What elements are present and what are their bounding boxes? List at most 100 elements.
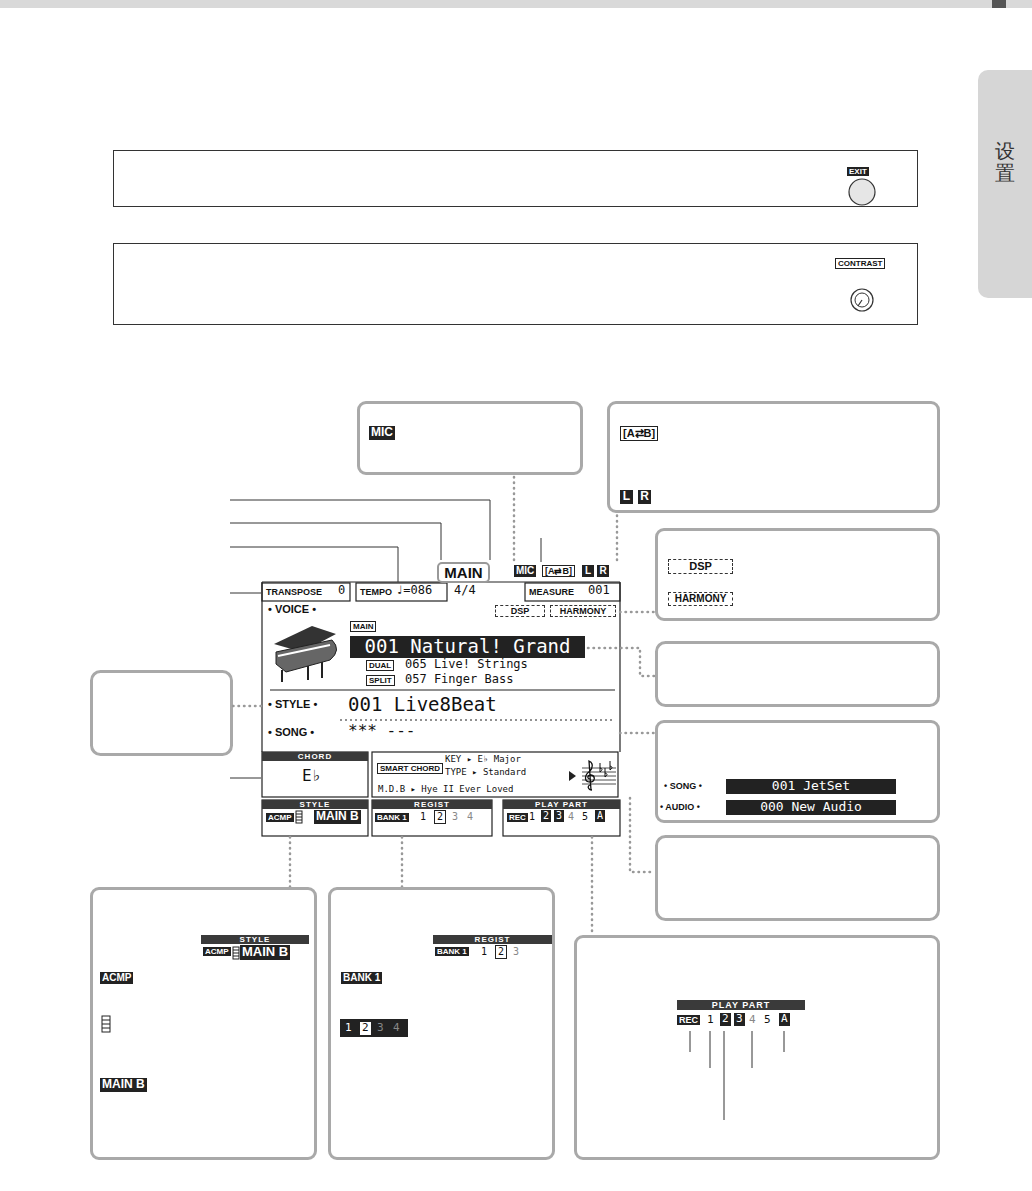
arrow-glyph [569,771,576,781]
display-text: 0 [338,584,345,598]
indicator-label: [A⇄B] [620,426,658,441]
indicator-label: SMART CHORD [377,763,443,774]
indicator-label: L [582,565,594,577]
display-text: • SONG • [664,781,702,791]
indicator-label: MAIN B [240,945,290,960]
indicator-label: MAIN [437,562,490,583]
indicator-label: BANK 1 [435,947,469,956]
display-text: 4 [393,1022,400,1035]
indicator-label: HARMONY [550,605,616,617]
indicator-label: 3 [554,810,564,822]
indicator-label: MAIN [350,621,376,632]
dotted-connector [616,513,619,560]
indicator-label: MIC [369,426,395,440]
contrast-knob [851,289,873,311]
indicator-label: 2 [720,1013,731,1026]
indicator-label: 001 JetSet [726,779,896,794]
contrast-knob-inner [855,293,869,307]
header-mark [992,0,1006,8]
display-text: 4 [568,811,574,823]
acmp-indicator [102,811,302,1032]
display-text: 4 [749,1014,756,1027]
display-text: M.D.B ▸ Hye II Ever Loved [378,784,513,794]
indicator-label: REGIST [372,800,492,809]
display-text: 001 [588,584,610,598]
indicator-label: ACMP [266,813,294,822]
indicator-label: CHORD [262,752,368,761]
display-text: 3 [377,1022,384,1035]
callout-box: PLAY PARTREC12345A [574,935,940,1160]
section-tab: 设置 [978,70,1032,298]
indicator-label: MIC [514,565,536,577]
dotted-connector [620,732,655,735]
indicator-label: REC [507,813,528,822]
exit-button [849,179,875,205]
display-text: 001 Live8Beat [348,694,497,716]
display-text: 1 [707,1014,714,1027]
callout-box: DSP HARMONY [655,528,940,621]
display-text: • SONG • [268,726,314,739]
display-text: E♭ [302,767,321,785]
display-text: • STYLE • [268,698,317,711]
display-text: 065 Live! Strings [405,658,528,672]
dotted-connector [591,837,594,935]
display-text: 3 [452,811,458,823]
indicator-label: DSP [668,559,733,574]
indicator-label: REGIST [433,935,552,944]
display-text: 1 [481,946,487,958]
indicator-label: 2 [541,810,551,822]
indicator-label: L [620,490,633,504]
indicator-label: [A⇄B] [542,565,575,577]
indicator-label: 2 [359,1021,372,1036]
display-text: 5 [764,1014,771,1027]
display-text: TRANSPOSE [266,587,322,597]
display-text: 1 [529,811,535,823]
regist-indicator-band [340,1019,408,1037]
indicator-label: 1 [343,1022,354,1035]
callout-box: REGISTBANK 1123BANK 11234 [328,887,555,1160]
display-text: ♩=086 [396,584,432,598]
indicator-label: MAIN B [100,1078,147,1092]
indicator-label: STYLE [201,935,309,944]
indicator-label: REC [677,1015,700,1025]
note-box: CONTRAST [113,243,918,325]
display-text: 057 Finger Bass [405,673,513,687]
indicator-label: 000 New Audio [726,800,896,815]
indicator-label: A [595,810,605,822]
indicator-label: 001 Natural! Grand [350,636,585,658]
display-text: 4/4 [454,584,476,598]
dotted-connector [401,837,404,887]
flat-signs [600,761,612,777]
indicator-label: MAIN B [314,810,361,824]
play-part-ticks [690,1031,784,1120]
indicator-label: PLAY PART [677,1000,805,1010]
header-strip [0,0,1032,8]
empty-callouts [92,643,939,920]
lcd-frame [262,582,620,836]
indicator-label: 2 [495,945,507,959]
lcd-screen: MAINMIC[A⇄B]LRTRANSPOSE0TEMPO♩=0864/4MEA… [262,560,620,837]
display-text: 4 [467,811,473,823]
indicator-label: EXIT [847,167,869,176]
callout-box: STYLEACMPMAIN BACMPMAIN B [90,887,317,1160]
indicator-label: R [638,490,651,504]
indicator-label: DUAL [366,660,394,671]
indicator-label: PLAY PART [503,800,620,809]
display-text: *** --- [348,722,415,740]
dotted-connector [513,475,516,560]
display-text: TYPE ▸ Standard [445,767,526,777]
indicator-label: HARMONY [668,592,733,606]
display-text: 1 [420,811,426,823]
callout-box: • SONG •001 JetSet• AUDIO •000 New Audio [655,720,940,823]
dotted-connector [289,837,292,887]
indicator-label: 2 [434,810,446,824]
dotted-connector [620,611,655,614]
indicator-label: STYLE [262,800,368,809]
indicator-label: 3 [734,1013,745,1026]
indicator-label: CONTRAST [835,258,885,269]
contrast-knob-pointer [858,300,862,306]
indicator-label: ACMP [100,972,133,984]
indicator-label: SPLIT [366,675,395,686]
